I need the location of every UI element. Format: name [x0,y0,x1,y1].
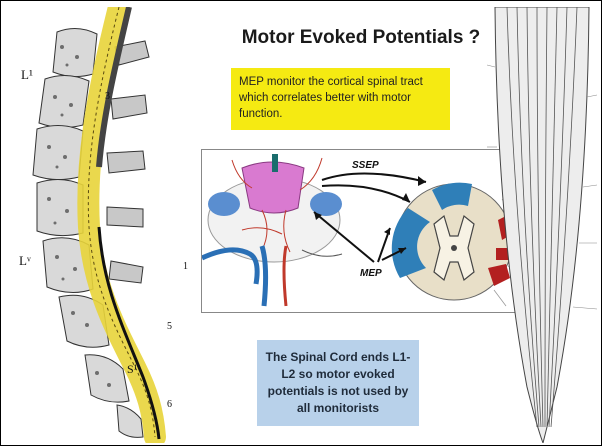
ssep-label: SSEP [352,160,379,171]
spine-label-s1: S¹ [127,362,138,376]
spine-illustration: L¹ Lᵛ S¹ 3 1 5 6 [7,7,212,443]
spine-label-lv: Lᵛ [19,253,31,268]
cord-cross-section-figure: SSEP MEP [201,149,523,313]
spine-label-1: 1 [183,261,188,272]
mep-label: MEP [360,268,382,279]
brainstem-diagram [202,154,342,306]
mep-note: MEP monitor the cortical spinal tract wh… [231,68,450,130]
spine-label-6: 6 [167,399,172,410]
spine-label-5: 5 [167,321,172,332]
slide-title: Motor Evoked Potentials ? [201,27,521,49]
spine-label-l1: L¹ [21,67,33,82]
spinal-cord-note: The Spinal Cord ends L1-L2 so motor evok… [257,340,419,426]
cauda-equina-illustration [487,7,597,443]
spine-label-3: 3 [105,91,110,102]
